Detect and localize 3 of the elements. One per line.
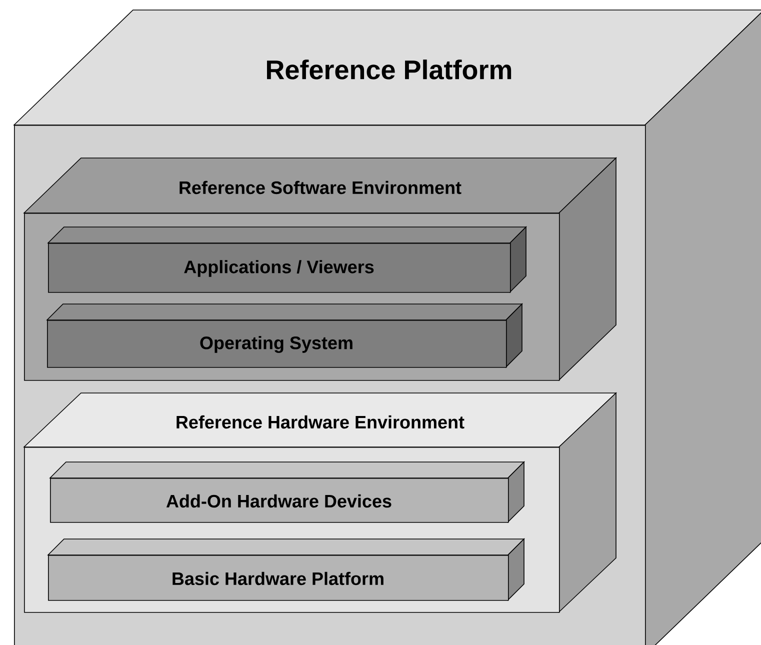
block-heading: Reference Software Environment	[180, 180, 462, 194]
block-heading: Reference Hardware Environment	[176, 415, 464, 429]
block-heading: Reference Platform	[267, 60, 512, 80]
